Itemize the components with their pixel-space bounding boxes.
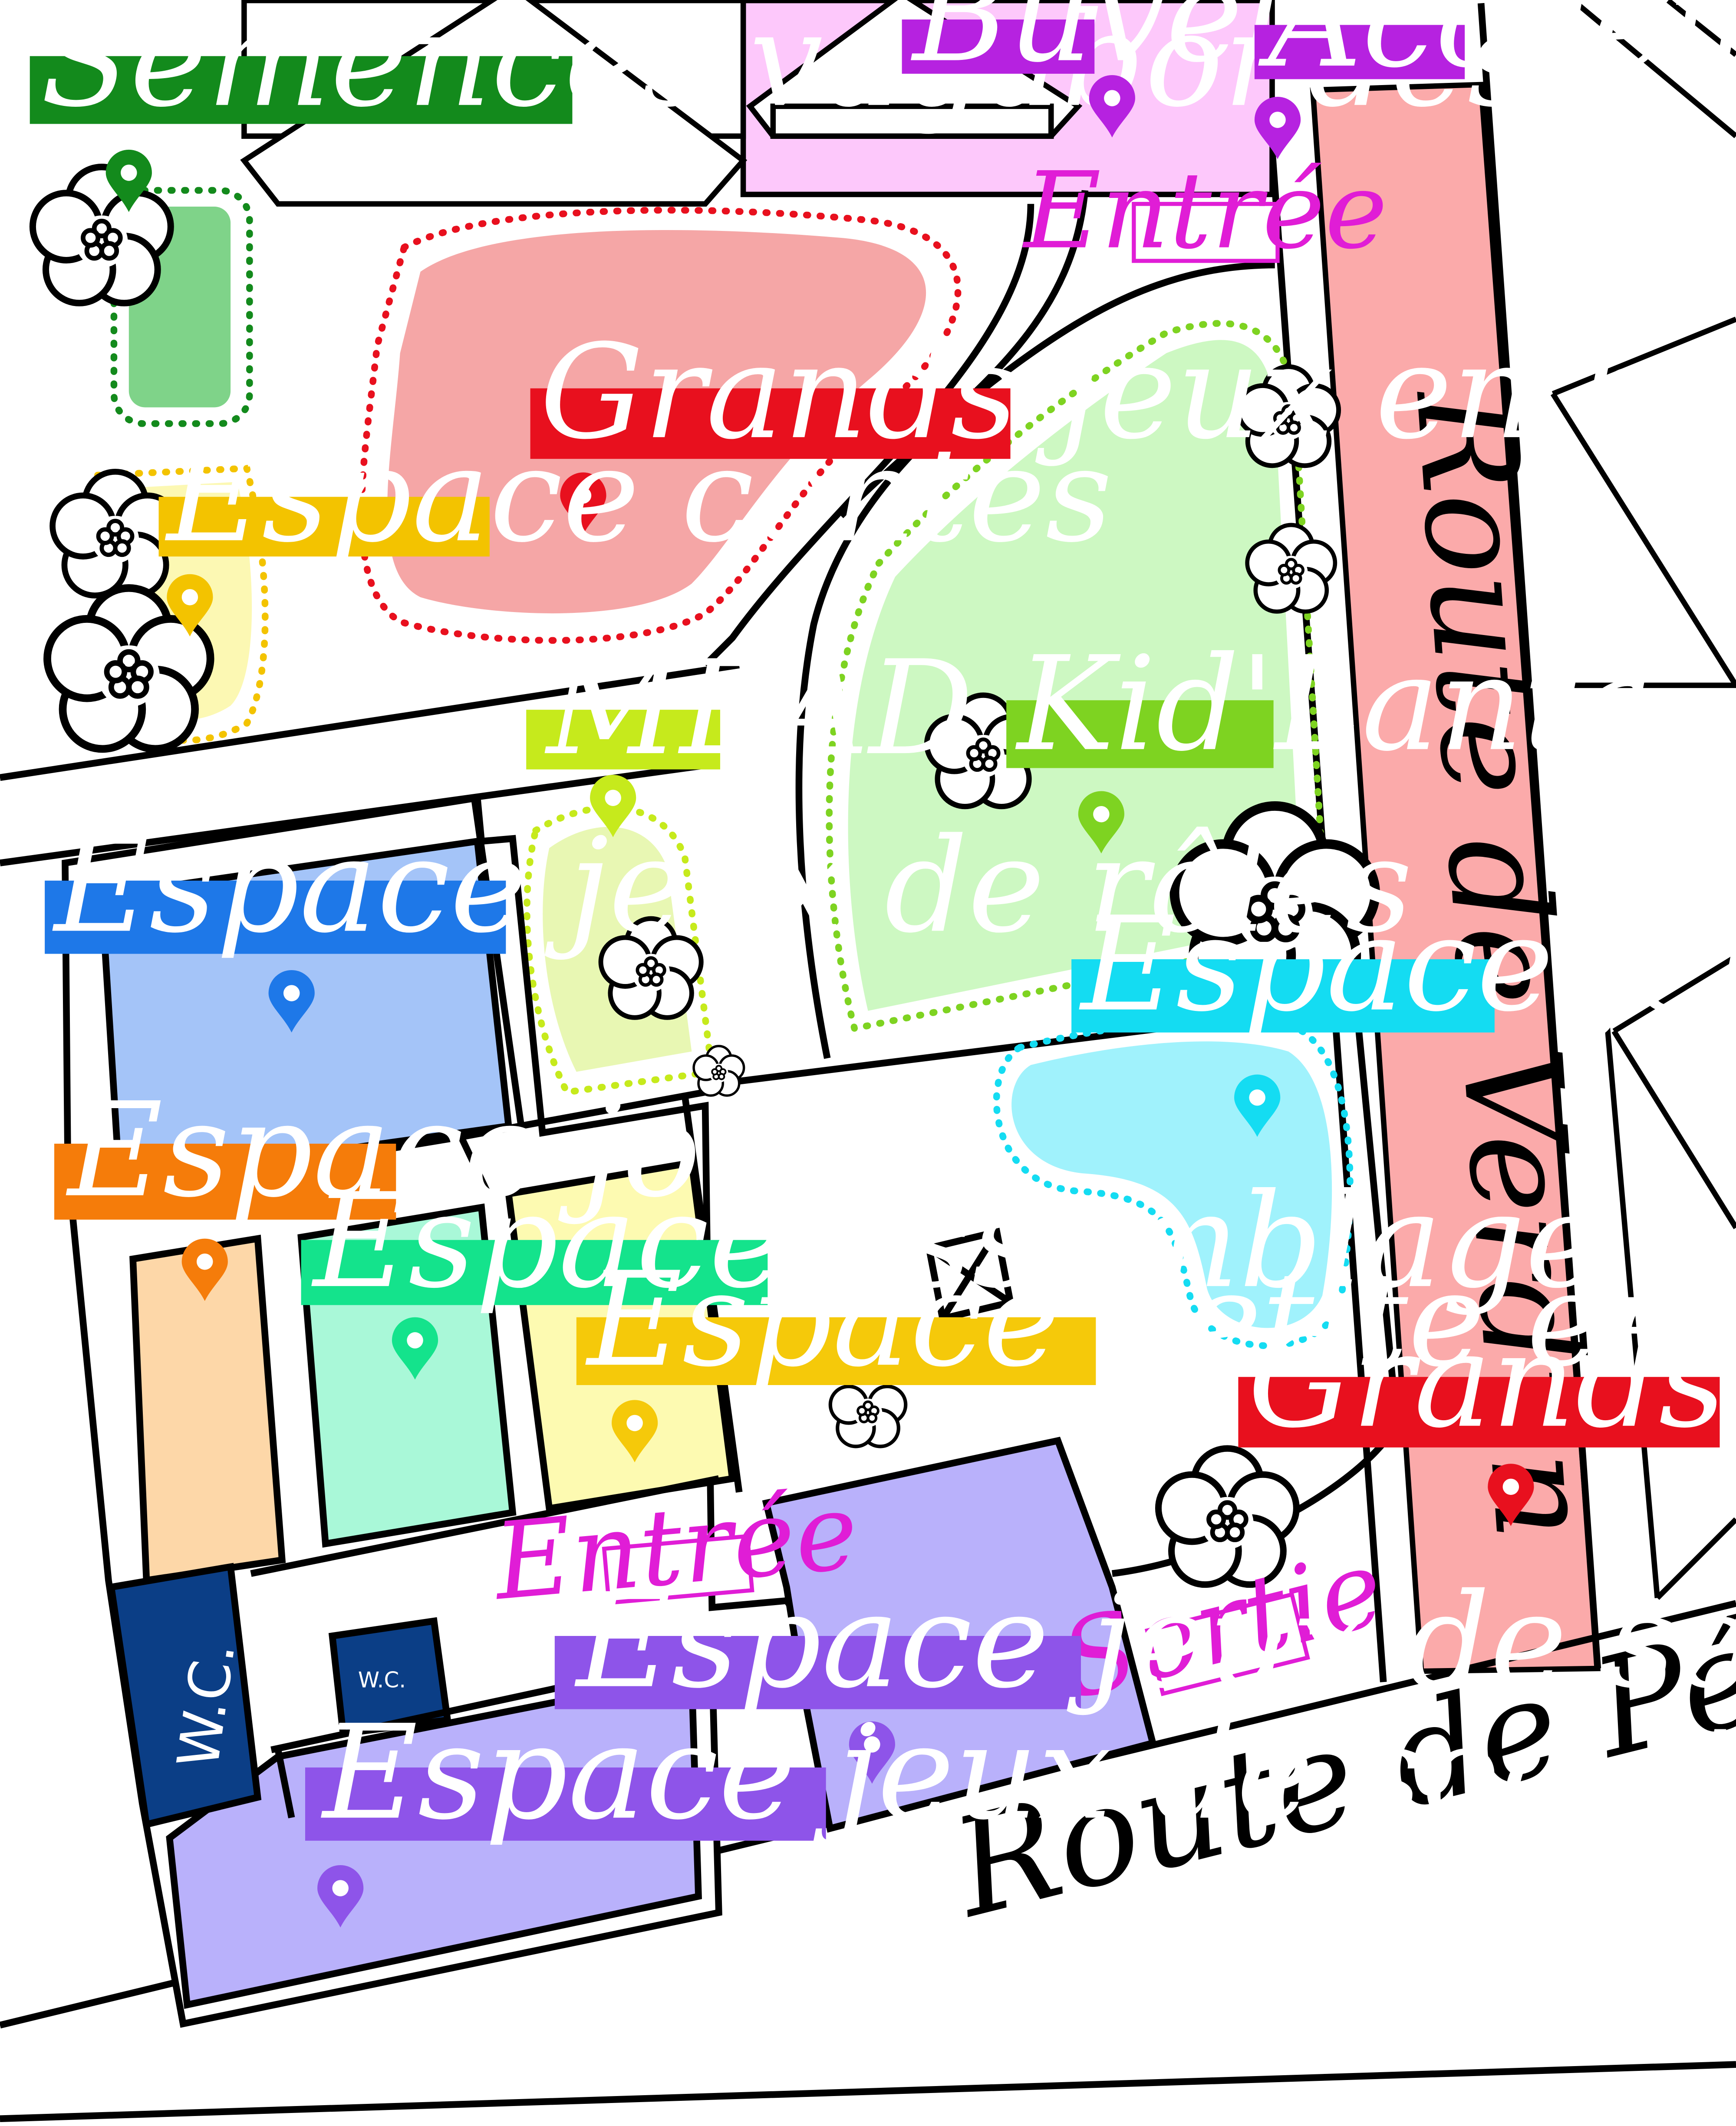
societe-right-label: Espace jeux de société (574, 1566, 1736, 1717)
petite-enfance-label-bg (576, 1317, 1096, 1386)
poi-kidlanta[interactable]: Kid'Lanta (1006, 629, 1653, 854)
buvette-label-bg (902, 19, 1095, 74)
grands-jeux-top-label: Grands jeux en bois (540, 316, 1736, 468)
poi-espace-jouets[interactable]: Espace jouets (54, 1075, 981, 1301)
poi-espace-jeux-de-roles[interactable]: Espace jeux de rôles (45, 810, 1413, 1033)
kidlanta-label-bg (1006, 700, 1274, 768)
poi-accueil[interactable]: Accueil (1254, 0, 1736, 159)
poi-grands-jeux-right[interactable]: Grands jeux en bois (1238, 1305, 1736, 1526)
assemblage-label: Espace assemblage (311, 1165, 1602, 1317)
grands-jeux-right-label-bg (1238, 1377, 1720, 1448)
accueil-label: Accueil (1258, 0, 1736, 96)
grands-jeux-right-label: Grands jeux en bois (1248, 1305, 1736, 1457)
right-side-lines (1550, 0, 1736, 1600)
roles-label-bg (45, 880, 506, 954)
wc-small-label: W.C. (358, 1668, 406, 1693)
poi-espace-contes[interactable]: Espace contes (158, 420, 1113, 637)
park-path-outline (795, 261, 1275, 1059)
contes-label: Espace contes (165, 420, 1113, 571)
poi-jeux-de-societe-right[interactable]: Espace jeux de société (554, 1566, 1736, 1784)
poi-espace-petite-enfance[interactable]: Espace petite enfance (576, 1244, 1736, 1463)
petite-enfance-label: Espace petite enfance (585, 1244, 1736, 1395)
poi-espace-jeux-deau[interactable]: Espace jeux d'eau (1071, 889, 1736, 1137)
eau-label-bg (1071, 959, 1495, 1033)
poi-espace-assemblage[interactable]: Espace assemblage (301, 1165, 1602, 1380)
poi-grands-jeux-top[interactable]: Grands jeux en bois (530, 316, 1736, 535)
eau-label: Espace jeux d'eau (1079, 889, 1736, 1040)
kidlanta-label: Kid'Lanta (1015, 629, 1653, 780)
societe-left-label-bg (305, 1767, 826, 1841)
societe-right-label-bg (554, 1636, 1081, 1709)
zone-kidlanta (826, 320, 1330, 1033)
grands-jeux-top-label-bg (530, 388, 1011, 459)
poi-jeux-de-societe-left[interactable]: Espace jeux de société (305, 1697, 1736, 1928)
mead-label: MEAD (544, 632, 973, 784)
societe-left-label: Espace jeux de société (321, 1697, 1736, 1849)
entree-top-label: Entrée (1022, 150, 1388, 273)
poi-mead[interactable]: MEAD (526, 632, 973, 837)
entree-top-sign: Entrée (1022, 150, 1388, 273)
jouets-label: Espace jouets (66, 1075, 981, 1226)
mead-label-bg (526, 710, 720, 770)
assemblage-label-bg (301, 1240, 768, 1305)
contes-label-bg (158, 497, 490, 557)
jouets-label-bg (54, 1143, 396, 1220)
accueil-label-bg (1254, 25, 1465, 79)
semences-label-bg (30, 56, 573, 124)
marker-box (925, 1228, 1015, 1323)
roles-label: Espace jeux de rôles (52, 810, 1412, 961)
